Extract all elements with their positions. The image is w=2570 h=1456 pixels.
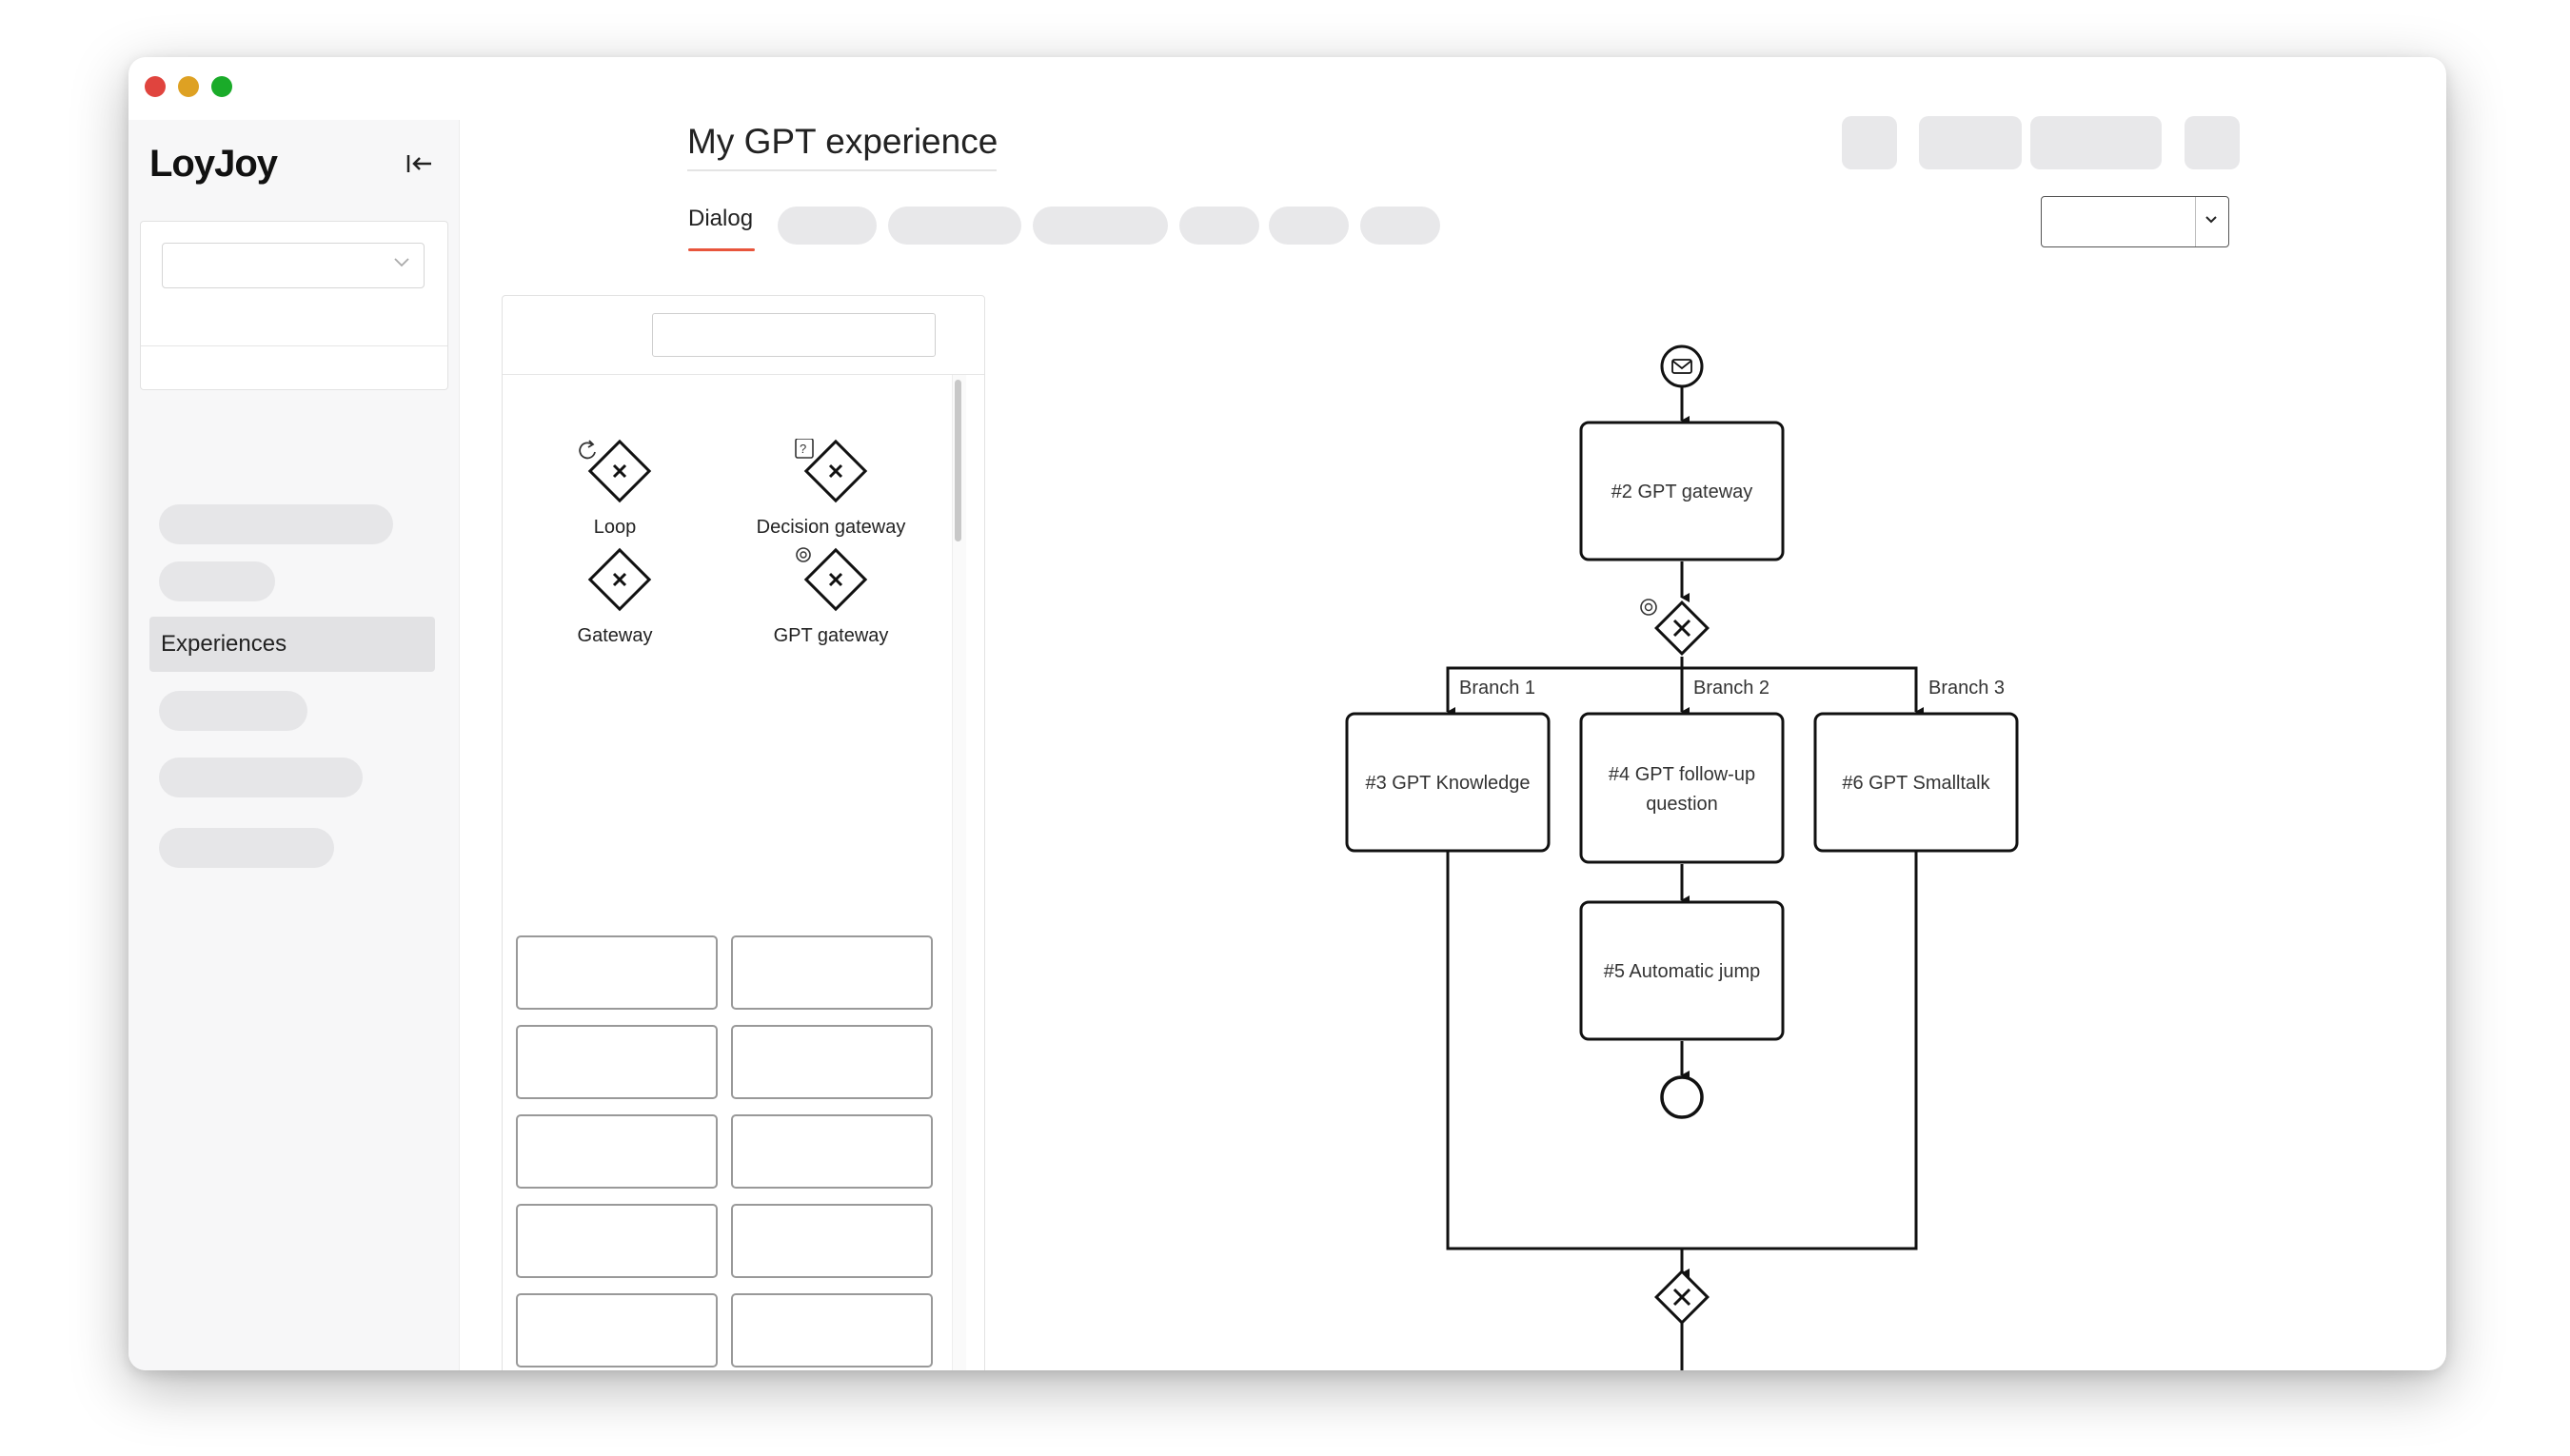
- close-window-button[interactable]: [145, 76, 166, 97]
- palette-item-gpt-gateway[interactable]: GPT gateway: [726, 547, 936, 647]
- merge-gateway-node[interactable]: [1654, 1269, 1710, 1325]
- flow-node-label: #3 GPT Knowledge: [1365, 773, 1530, 794]
- end-event[interactable]: [1660, 1075, 1704, 1119]
- tab-placeholder[interactable]: [888, 207, 1021, 245]
- nav-item-placeholder[interactable]: [159, 758, 363, 797]
- flow-node-label: #6 GPT Smalltalk: [1842, 773, 1990, 794]
- nav-item-placeholder[interactable]: [159, 828, 334, 868]
- view-select[interactable]: [2041, 196, 2229, 247]
- palette-item-label: Gateway: [577, 625, 653, 646]
- palette-tile[interactable]: [731, 1025, 933, 1099]
- palette-tile[interactable]: [731, 1293, 933, 1367]
- nav-item-placeholder[interactable]: [159, 561, 275, 601]
- gpt-icon: [1640, 599, 1657, 616]
- tab-dialog[interactable]: Dialog: [688, 206, 754, 231]
- palette-scrollbar-thumb[interactable]: [955, 380, 961, 541]
- tab-placeholder[interactable]: [1179, 207, 1259, 245]
- palette-tile[interactable]: [516, 1293, 718, 1367]
- logo: LoyJoy: [149, 143, 278, 185]
- flow-canvas: #2 GPT gateway Branch 1 Branch 2 Branch …: [1345, 344, 2019, 1370]
- maximize-window-button[interactable]: [211, 76, 232, 97]
- branch-label: Branch 2: [1693, 678, 1769, 698]
- flow-node-label: question: [1646, 794, 1718, 815]
- palette-item-label: Loop: [593, 517, 637, 538]
- palette-tile[interactable]: [516, 1114, 718, 1189]
- nav-item-placeholder[interactable]: [159, 691, 307, 731]
- palette-tile[interactable]: [731, 1114, 933, 1189]
- flow-node-label: #4 GPT follow-up: [1609, 764, 1755, 785]
- collapse-left-icon: [406, 155, 431, 172]
- tab-placeholder[interactable]: [1360, 207, 1440, 245]
- palette-item-gateway[interactable]: Gateway: [510, 547, 720, 647]
- app-window: LoyJoy Experiences My GPT experience: [128, 57, 2446, 1370]
- workspace-card: [140, 221, 448, 390]
- flow-node-2[interactable]: #2 GPT gateway: [1579, 421, 1785, 561]
- tab-placeholder[interactable]: [1033, 207, 1168, 245]
- nav-item-experiences[interactable]: Experiences: [149, 617, 435, 672]
- palette-search-input[interactable]: [652, 313, 936, 357]
- palette-item-label: Decision gateway: [756, 517, 906, 538]
- title-underline: [687, 169, 997, 171]
- envelope-icon: [1671, 359, 1692, 374]
- tab-placeholder[interactable]: [778, 207, 877, 245]
- palette-tile[interactable]: [516, 1204, 718, 1278]
- palette-tile[interactable]: [516, 935, 718, 1010]
- tab-placeholder[interactable]: [1269, 207, 1349, 245]
- nav-item-label: Experiences: [161, 631, 287, 657]
- gpt-icon: [796, 547, 868, 612]
- select-separator: [2195, 197, 2196, 246]
- card-divider: [141, 345, 447, 346]
- flow-edge: [1682, 666, 1924, 717]
- flow-node-6[interactable]: #6 GPT Smalltalk: [1813, 712, 2019, 853]
- question-icon: ?: [795, 439, 868, 503]
- flow-node-5[interactable]: #5 Automatic jump: [1579, 900, 1785, 1041]
- chevron-down-icon: [2205, 216, 2217, 224]
- svg-text:?: ?: [800, 442, 806, 456]
- header-button-placeholder[interactable]: [2030, 116, 2162, 169]
- palette-tile[interactable]: [731, 935, 933, 1010]
- branch-label: Branch 3: [1928, 678, 2005, 698]
- palette-scrollbar[interactable]: [952, 375, 966, 1370]
- element-palette: Loop ? Decision gateway Gateway: [502, 295, 985, 1370]
- flow-edge: [1446, 657, 1684, 717]
- branch-label: Branch 1: [1459, 678, 1535, 698]
- start-event[interactable]: [1660, 344, 1704, 388]
- header-button-placeholder[interactable]: [2184, 116, 2240, 169]
- flow-node-label: #2 GPT gateway: [1611, 482, 1753, 502]
- gateway-icon: [587, 547, 652, 612]
- page-title: My GPT experience: [687, 122, 998, 161]
- palette-divider: [503, 374, 984, 375]
- chevron-down-icon: [394, 258, 409, 267]
- active-tab-indicator: [688, 248, 755, 251]
- sidebar: LoyJoy Experiences: [128, 120, 460, 1370]
- loop-icon: [579, 439, 652, 503]
- nav-item-placeholder[interactable]: [159, 504, 393, 544]
- gpt-gateway-node[interactable]: [1640, 599, 1710, 656]
- collapse-sidebar-button[interactable]: [405, 148, 435, 179]
- flow-node-label: #5 Automatic jump: [1604, 961, 1761, 982]
- palette-item-decision-gateway[interactable]: ? Decision gateway: [726, 439, 936, 539]
- header-button-placeholder[interactable]: [1842, 116, 1897, 169]
- minimize-window-button[interactable]: [178, 76, 199, 97]
- flow-node-3[interactable]: #3 GPT Knowledge: [1345, 712, 1551, 853]
- palette-tile[interactable]: [731, 1204, 933, 1278]
- palette-item-label: GPT gateway: [773, 625, 889, 646]
- flow-node-4[interactable]: #4 GPT follow-up question: [1579, 712, 1785, 864]
- palette-tile[interactable]: [516, 1025, 718, 1099]
- palette-item-loop[interactable]: Loop: [510, 439, 720, 539]
- workspace-select[interactable]: [162, 243, 425, 288]
- header-button-placeholder[interactable]: [1919, 116, 2022, 169]
